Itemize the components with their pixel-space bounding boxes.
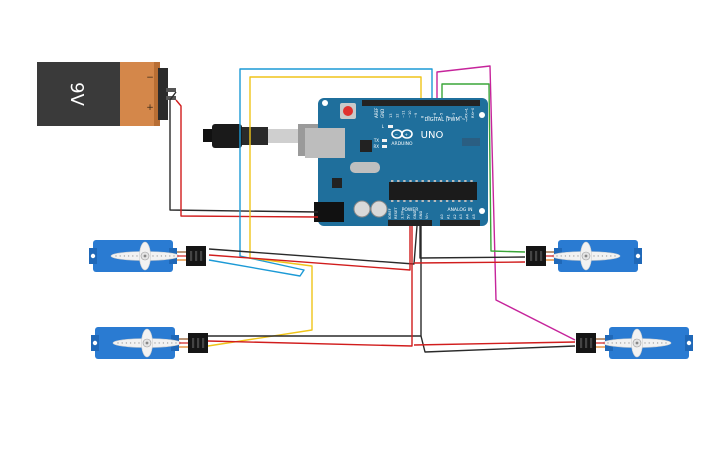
arduino-model: UNO <box>421 130 444 141</box>
wire-battery-black <box>169 91 319 213</box>
pin-label: IOREF <box>388 208 392 219</box>
l-led-label: L <box>382 124 385 129</box>
pin-label: A0 <box>440 214 444 219</box>
capacitor-1 <box>353 200 371 218</box>
rx-led-label: RX <box>373 144 379 149</box>
servo-top-right[interactable] <box>526 240 642 272</box>
arduino-logo: − + <box>391 129 413 139</box>
battery-label: 9V <box>66 82 87 106</box>
digital-header[interactable] <box>362 100 480 106</box>
wire-power-right-bottom <box>413 341 576 346</box>
svg-text:−: − <box>395 132 398 137</box>
capacitor-2 <box>370 200 388 218</box>
wire-signal-green <box>441 83 526 253</box>
crystal <box>350 162 380 173</box>
analog-label: ANALOG IN <box>447 207 472 213</box>
digital-label: DIGITAL (PWM ~) <box>424 117 467 123</box>
pin-label: 3.3V <box>400 210 404 219</box>
wire-signal-blue <box>208 68 433 277</box>
servo-top-left[interactable] <box>89 240 206 272</box>
pin-label: ~6 <box>433 112 437 118</box>
servo-bottom-right[interactable] <box>576 327 693 359</box>
servos <box>89 240 693 359</box>
wire-power-left-bottom <box>207 226 413 347</box>
pin-label: RX←0 <box>471 107 475 118</box>
pin-label: 2 <box>458 116 462 118</box>
pin-label: GND <box>413 211 417 219</box>
wire-battery-red <box>175 99 319 218</box>
tx-led <box>382 139 387 142</box>
icsp-header <box>462 138 480 146</box>
pin-label: 13 <box>389 113 393 118</box>
wires <box>169 65 576 353</box>
pin-label: ~3 <box>452 113 456 118</box>
power-label: POWER <box>402 207 419 213</box>
battery-9v[interactable]: 9V − + <box>37 62 176 126</box>
pin-label: ~10 <box>408 110 412 118</box>
pin-label: A1 <box>446 214 450 219</box>
wire-ground-left-top <box>208 225 418 265</box>
svg-text:+: + <box>405 132 408 137</box>
gnd-label: GND <box>380 109 385 118</box>
pin-label: A3 <box>459 214 463 219</box>
pin-label: 8 <box>421 115 425 118</box>
battery-minus-sign: − <box>146 73 154 83</box>
wire-ground-right-top <box>419 226 526 259</box>
battery-plus-sign: + <box>146 103 154 113</box>
pin-label: 5V <box>407 214 411 219</box>
l-led <box>388 125 393 128</box>
analog-header[interactable] <box>440 220 480 226</box>
wire-power-right-top <box>413 261 526 264</box>
pin-label: 7 <box>427 116 431 118</box>
pin-label: A5 <box>472 214 476 219</box>
pin-label: Vin <box>425 213 429 219</box>
chip-pins <box>391 180 473 202</box>
pin-label: TX→1 <box>465 108 469 119</box>
pin-label: 12 <box>395 113 399 118</box>
aref-label: AREF <box>374 107 379 118</box>
tx-led-label: TX <box>373 138 379 143</box>
reset-button-cap <box>343 106 353 116</box>
wire-power-left-top <box>208 226 411 271</box>
wire-ground-right-bottom <box>420 335 576 353</box>
pin-label: GND <box>419 211 423 219</box>
servo-bottom-left[interactable] <box>91 327 208 359</box>
pin-label: RESET <box>394 207 398 219</box>
atmega-chip <box>389 182 477 200</box>
pin-label: ~5 <box>439 113 443 118</box>
rx-led <box>382 145 387 148</box>
pin-label: A2 <box>453 214 457 219</box>
pin-label: 4 <box>446 115 450 118</box>
power-header[interactable] <box>388 220 432 226</box>
wire-signal-magenta <box>436 65 576 341</box>
power-jack[interactable] <box>314 202 344 222</box>
pin-label: ~11 <box>402 110 406 118</box>
usb-port[interactable] <box>305 128 345 158</box>
arduino-brand: ARDUINO <box>391 141 413 147</box>
pin-label: ~9 <box>414 112 418 118</box>
pin-label: A4 <box>466 214 470 219</box>
